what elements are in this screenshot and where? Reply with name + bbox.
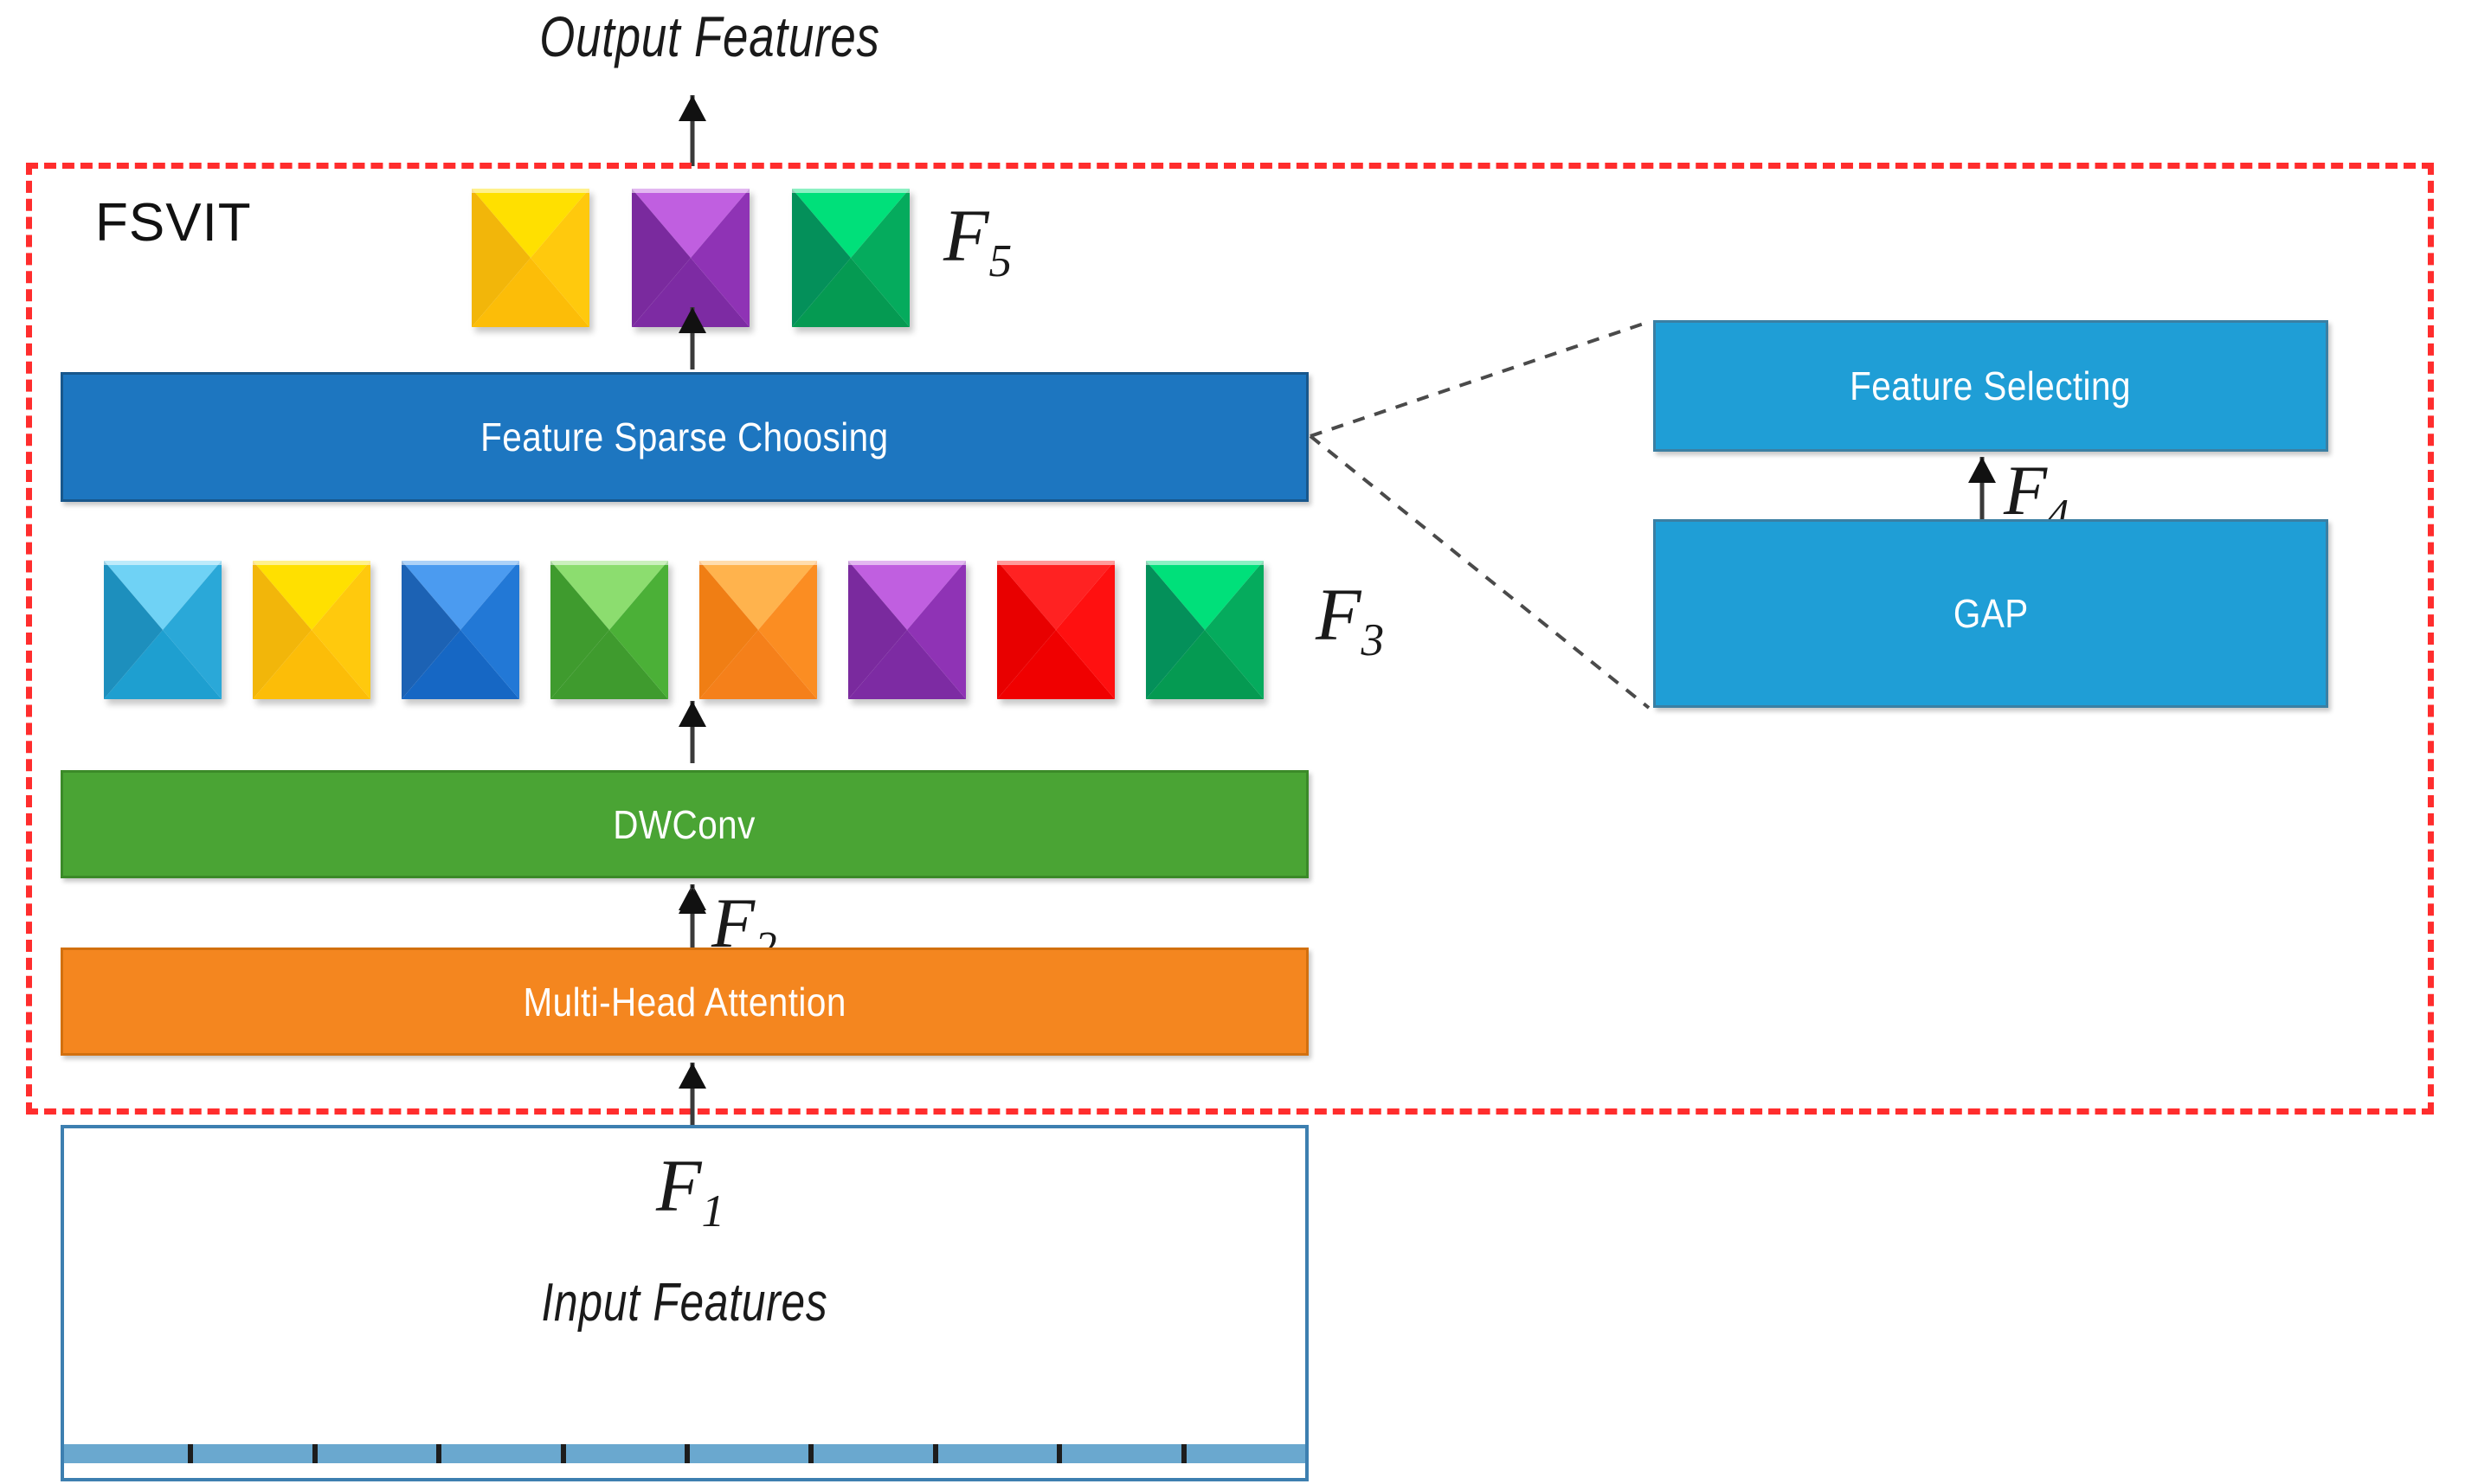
token-highlight [699,561,817,565]
ruler-tick [933,1444,938,1463]
ruler-tick [188,1444,193,1463]
f5-symbol: F [943,194,989,277]
feature-token-yellow [472,189,589,327]
fsvit-module-border [26,163,2434,1115]
ruler-tick [1057,1444,1062,1463]
feature-sparse-choosing-block[interactable]: Feature Sparse Choosing [61,372,1309,502]
token-highlight [792,189,910,193]
f1-label: F1 [656,1142,724,1237]
feature-sparse-choosing-label: Feature Sparse Choosing [480,414,889,459]
feature-token-green [792,189,910,327]
ruler-tick [561,1444,566,1463]
ruler-tick [808,1444,814,1463]
multi-head-attention-label: Multi-Head Attention [523,979,846,1025]
ruler-tick [436,1444,441,1463]
ruler-tick [1181,1444,1187,1463]
token-highlight [253,561,370,565]
ruler-tick [685,1444,690,1463]
token-highlight [997,561,1115,565]
feature-token-red [997,561,1115,699]
arrow-input-to-mha [675,1063,710,1125]
token-highlight [104,561,222,565]
arrow-fsc-to-f5 [675,307,710,369]
feature-token-purple [848,561,966,699]
token-highlight [1146,561,1264,565]
feature-selecting-label: Feature Selecting [1850,363,2132,408]
f3-symbol: F [1316,573,1361,656]
f1-symbol: F [656,1144,702,1227]
token-highlight [550,561,668,565]
output-features-caption: Output Features [539,4,880,68]
f4-symbol: F [2004,451,2048,530]
dwconv-block[interactable]: DWConv [61,770,1309,878]
feature-token-light-blue [104,561,222,699]
feature-token-blue [402,561,519,699]
input-features-ruler [64,1444,1305,1463]
f3-label: F3 [1316,571,1384,666]
dwconv-label: DWConv [613,801,756,847]
feature-token-purple [632,189,750,327]
feature-selecting-block[interactable]: Feature Selecting [1653,320,2328,452]
feature-token-green [1146,561,1264,699]
f5-subscript: 5 [988,234,1013,287]
fsvit-label: FSVIT [95,193,252,253]
arrow-f3-to-fsc [675,701,710,763]
input-features-caption: Input Features [541,1273,828,1333]
f5-label: F5 [943,192,1012,287]
token-highlight [632,189,750,193]
ruler-tick [312,1444,318,1463]
arrow-to-output [675,95,710,166]
token-highlight [402,561,519,565]
feature-token-light-green [550,561,668,699]
arrow-gap-to-feature-selecting [1965,457,1999,519]
token-highlight [472,189,589,193]
input-features-panel [61,1125,1309,1481]
gap-label: GAP [1953,591,2029,636]
arrow-mha-to-dwconv [675,888,710,948]
feature-token-orange [699,561,817,699]
token-highlight [848,561,966,565]
f3-subscript: 3 [1361,614,1385,666]
gap-block[interactable]: GAP [1653,519,2328,708]
feature-token-yellow [253,561,370,699]
f1-subscript: 1 [701,1185,725,1237]
multi-head-attention-block[interactable]: Multi-Head Attention [61,948,1309,1056]
